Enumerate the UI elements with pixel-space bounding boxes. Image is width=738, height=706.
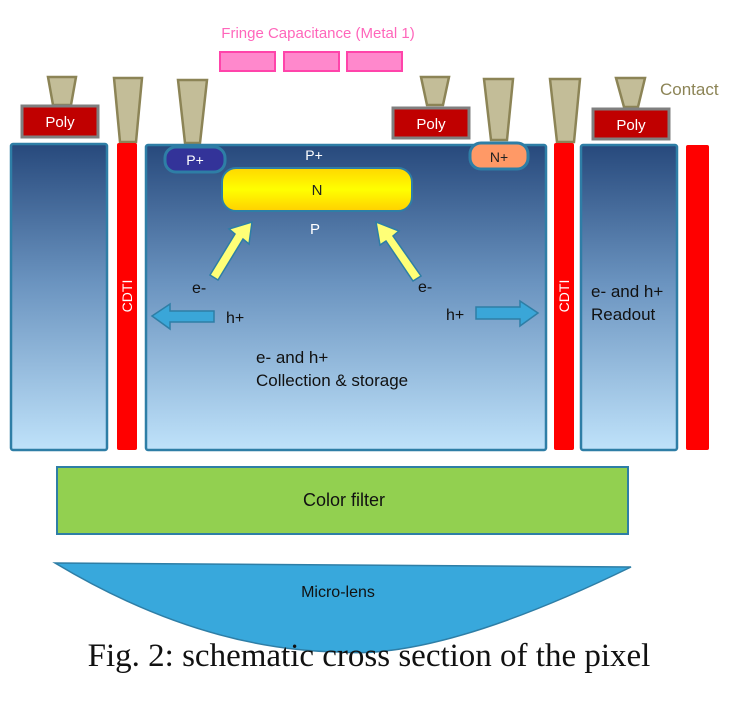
fringe-capacitance-label: Fringe Capacitance (Metal 1) [221,25,414,42]
contact-plug [176,78,209,145]
silicon-left-neighbor [9,142,109,452]
cdti-trench [117,143,137,450]
poly-label: Poly [416,116,446,133]
poly-gate [591,107,671,141]
readout-line1: e- and h+ [591,282,663,301]
contact-plug [112,76,144,144]
p-region-label: P [310,221,320,238]
micro-lens-label: Micro-lens [301,584,375,601]
contact-plug [614,76,647,109]
electron-arrow-right [375,220,423,283]
p-plus-surface-label: P+ [305,147,323,163]
n-region-label: N [312,182,323,199]
poly-label: Poly [616,117,646,134]
hole-label: h+ [226,310,244,327]
collection-storage-line2: Collection & storage [256,371,408,390]
contact-plug [548,77,582,144]
hole-arrow-right [475,299,540,328]
contact-label: Contact [660,80,719,99]
poly-gate [391,106,471,140]
figure-caption: Fig. 2: schematic cross section of the p… [87,638,651,674]
cdti-label: CDTI [556,280,572,313]
readout-line2: Readout [591,305,656,324]
micro-lens [52,562,632,654]
cdti-trench [554,143,574,450]
poly-label: Poly [45,114,75,131]
color-filter-label: Color filter [303,490,385,510]
n-plus-implant [468,141,530,171]
cdti-label: CDTI [119,280,135,313]
electron-label: e- [418,279,432,296]
n-plus-label: N+ [490,149,508,165]
cdti-trench [686,145,709,450]
metal1-segment [346,51,403,72]
metal1-segment [219,51,276,72]
contact-plug [46,75,78,107]
poly-gate [20,104,100,139]
silicon-storage-region [144,143,548,452]
n-storage-region [221,167,413,212]
metal1-segment [283,51,340,72]
electron-arrow-left [208,220,253,282]
contact-plug [419,75,451,107]
collection-storage-line1: e- and h+ [256,348,328,367]
hole-arrow-left [150,302,215,331]
hole-label: h+ [446,307,464,324]
electron-label: e- [192,280,206,297]
p-plus-well [163,145,227,174]
color-filter [56,466,629,535]
contact-plug [482,77,515,142]
p-plus-well-label: P+ [186,152,204,168]
silicon-readout-region [579,143,679,452]
